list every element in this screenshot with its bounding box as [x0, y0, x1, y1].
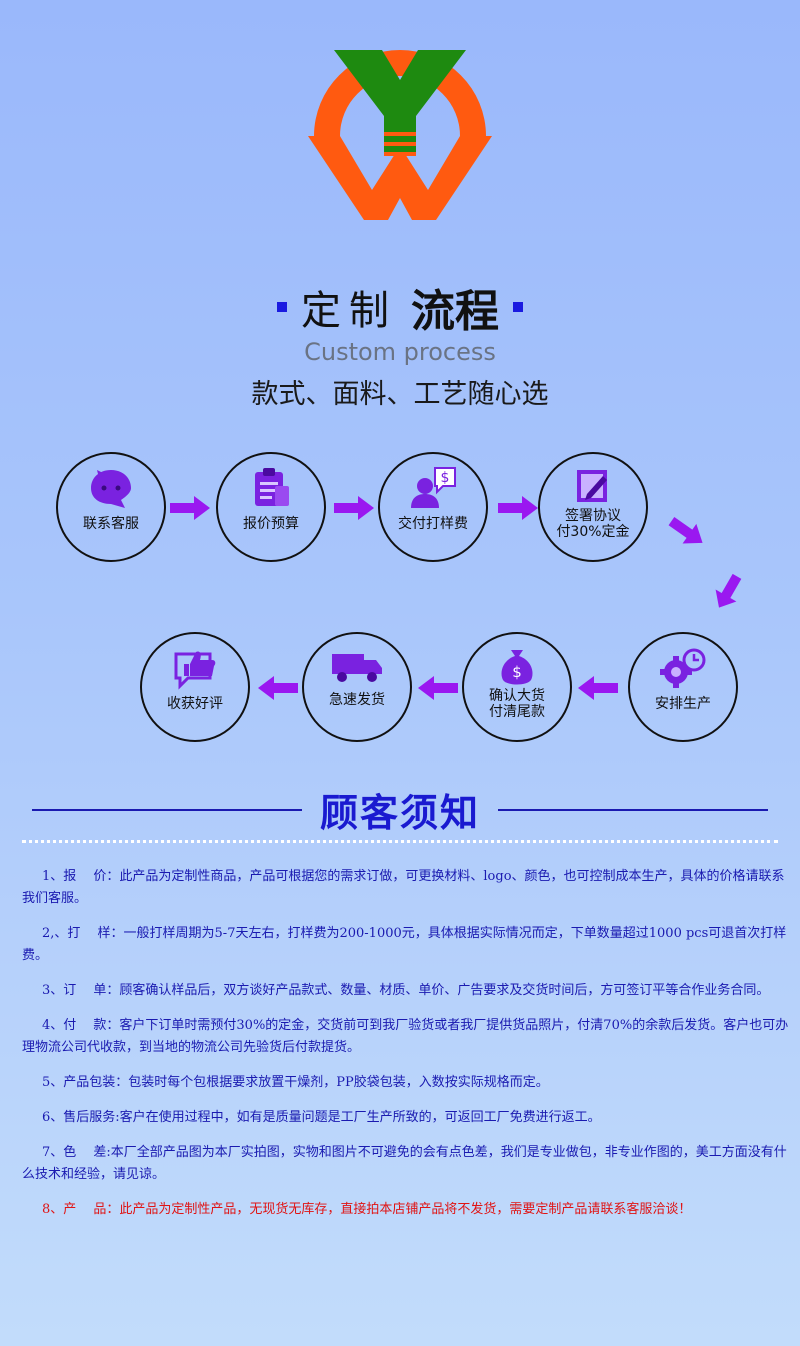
title-english: Custom process	[304, 338, 496, 366]
notice-item-product: 8、产 品：此产品为定制性产品，无现货无库存，直接拍本店铺产品将不发货，需要定制…	[42, 1202, 692, 1217]
thumbs-up-icon	[174, 651, 216, 690]
page-subtitle: 款式、面料、工艺随心选	[251, 379, 549, 410]
arrow-right-icon	[498, 496, 538, 520]
step-sign-agreement: 签署协议 付30%定金	[538, 452, 648, 562]
svg-text:$: $	[441, 470, 450, 486]
step-contact-service: 联系客服	[56, 452, 166, 562]
step-confirm-goods: $ 确认大货 付清尾款	[462, 632, 572, 742]
notice-item-quote: 1、报 价：此产品为定制性商品，产品可根据您的需求订做，可更换材料、logo、颜…	[22, 869, 785, 906]
arrow-down-left-icon	[715, 573, 742, 608]
arrow-right-icon	[170, 496, 210, 520]
step-label: 急速发货	[329, 692, 385, 708]
step-label-second-line: 付清尾款	[489, 704, 545, 720]
notice-title: 顾客须知	[319, 790, 480, 835]
step-fast-delivery: 急速发货	[302, 632, 412, 742]
title-left-square	[277, 302, 287, 312]
arrow-left-icon	[578, 676, 618, 700]
sign-document-icon	[577, 470, 607, 502]
payment-person-icon: $	[411, 467, 456, 508]
arrow-left-icon	[258, 676, 298, 700]
clipboard-icon	[255, 468, 289, 506]
title-bold-text: 流程	[411, 286, 499, 337]
step-label: 确认大货	[489, 688, 545, 704]
step-label: 交付打样费	[398, 516, 468, 532]
step-label: 安排生产	[655, 696, 711, 712]
step-label: 联系客服	[83, 516, 139, 532]
money-bag-icon: $	[501, 650, 533, 685]
step-arrange-production: 安排生产	[628, 632, 738, 742]
arrow-down-right-icon	[668, 517, 703, 544]
step-label: 报价预算	[243, 516, 299, 532]
notice-right-line	[498, 808, 768, 811]
step-quote-budget: 报价预算	[216, 452, 326, 562]
dotted-divider	[22, 840, 778, 843]
notice-item-aftersales: 6、售后服务:客户在使用过程中，如有是质量问题是工厂生产所致的，可返回工厂免费进…	[42, 1110, 601, 1125]
notice-item-color-diff: 7、色 差:本厂全部产品图为本厂实拍图，实物和图片不可避免的会有点色差，我们是专…	[22, 1145, 787, 1182]
notice-item-order: 3、订 单：顾客确认样品后，双方谈好产品款式、数量、材质、单价、广告要求及交货时…	[42, 983, 770, 998]
step-receive-praise: 收获好评	[140, 632, 250, 742]
notice-item-payment: 4、付 款：客户下订单时需预付30%的定金，交货前可到我厂验货或者我厂提供货品照…	[22, 1018, 789, 1055]
truck-icon	[332, 654, 382, 682]
arrow-right-icon	[334, 496, 374, 520]
step-pay-sample-fee: $ 交付打样费	[378, 452, 488, 562]
notice-list: 1、报 价：此产品为定制性商品，产品可根据您的需求订做，可更换材料、logo、颜…	[22, 866, 792, 1234]
step-label: 收获好评	[167, 696, 223, 712]
svg-text:$: $	[512, 663, 522, 681]
notice-item-sample: 2,、打 样：一般打样周期为5-7天左右，打样费为200-1000元，具体根据实…	[22, 926, 787, 963]
notice-header: 顾客须知	[0, 782, 800, 837]
title-light-text: 定制	[301, 288, 397, 334]
notice-item-packaging: 5、产品包装：包装时每个包根据要求放置干燥剂，PP胶袋包装，入数按实际规格而定。	[42, 1075, 549, 1090]
notice-left-line	[31, 808, 302, 811]
brand-logo	[308, 50, 492, 220]
gear-icon	[660, 648, 706, 688]
arrow-left-icon	[418, 676, 458, 700]
step-label-second-line: 付30%定金	[556, 524, 630, 540]
title-right-square	[513, 302, 523, 312]
step-label: 签署协议	[565, 508, 621, 524]
process-title: 定制 流程	[0, 276, 800, 338]
chat-bubble-icon	[91, 470, 131, 508]
